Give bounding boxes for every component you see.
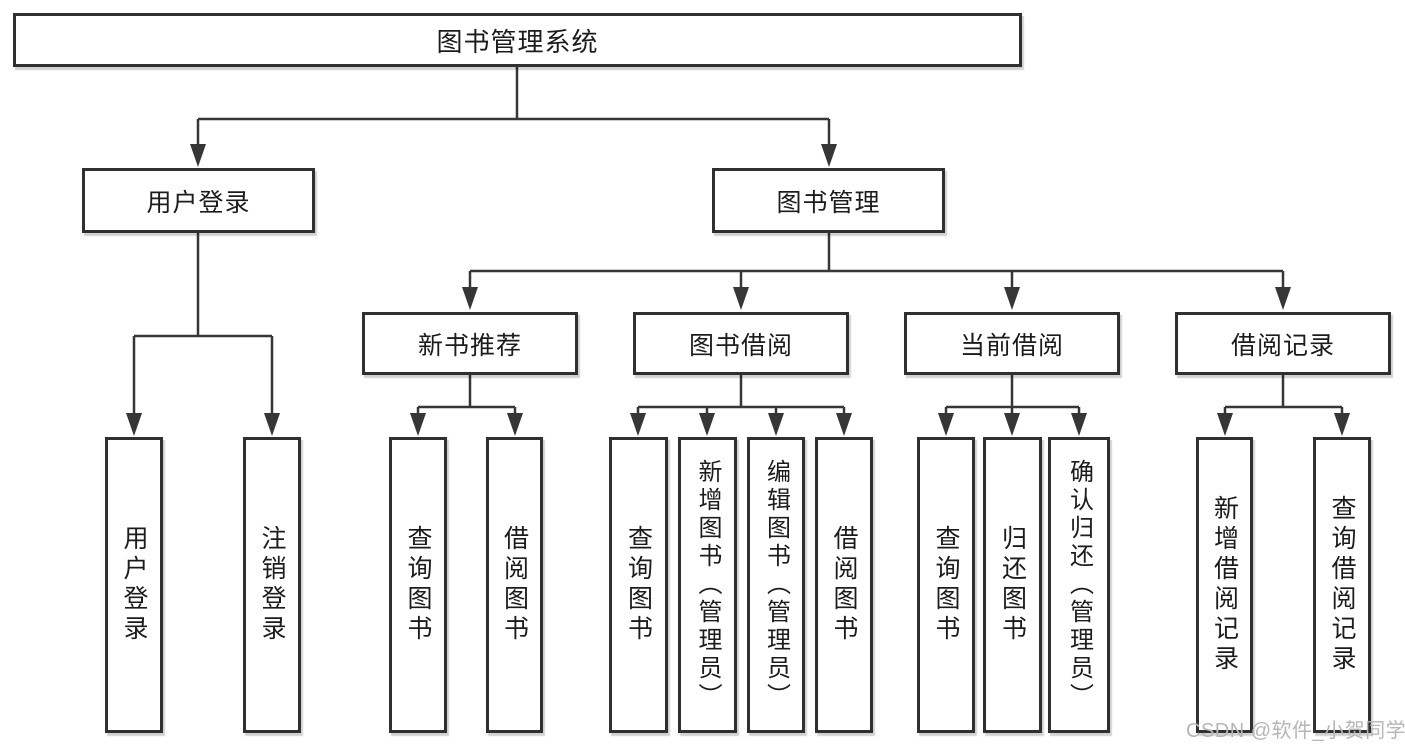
csdn-watermark: CSDN @软件_小贺同学 — [1186, 720, 1405, 742]
node-borrow-records-label: 借阅记录 — [1230, 331, 1335, 360]
leaf-return-books-label: 归还图书 — [998, 525, 1027, 645]
leaf-query-borrow-record-label: 查询借阅记录 — [1328, 495, 1356, 675]
leaf-confirm-return-admin-label: 确认归还（管理员） — [1065, 459, 1093, 711]
node-new-book-recommend-label: 新书推荐 — [417, 331, 522, 360]
leaf-query-books-borrow-label: 查询图书 — [624, 525, 653, 645]
node-current-borrow-label: 当前借阅 — [959, 331, 1064, 360]
node-book-management-label: 图书管理 — [776, 188, 881, 217]
leaf-borrow-books-borrow-label: 借阅图书 — [830, 525, 858, 645]
node-root: 图书管理系统 — [13, 13, 1022, 67]
leaf-query-books-recommend: 查询图书 — [389, 437, 447, 733]
leaf-add-books-admin: 新增图书（管理员） — [678, 437, 737, 733]
node-new-book-recommend: 新书推荐 — [362, 312, 578, 375]
leaf-add-borrow-record: 新增借阅记录 — [1196, 437, 1253, 733]
leaf-add-borrow-record-label: 新增借阅记录 — [1210, 495, 1239, 675]
node-book-borrow: 图书借阅 — [633, 312, 849, 375]
node-root-label: 图书管理系统 — [436, 26, 599, 57]
node-user-login-label: 用户登录 — [146, 188, 251, 217]
leaf-return-books: 归还图书 — [983, 437, 1042, 733]
leaf-borrow-books-recommend: 借阅图书 — [486, 437, 543, 733]
leaf-borrow-books-recommend-label: 借阅图书 — [500, 525, 529, 645]
leaf-logout-login-label: 注销登录 — [258, 525, 286, 645]
leaf-add-books-admin-label: 新增图书（管理员） — [694, 459, 721, 711]
leaf-edit-books-admin: 编辑图书（管理员） — [747, 437, 805, 733]
node-current-borrow: 当前借阅 — [904, 312, 1120, 375]
node-user-login: 用户登录 — [82, 168, 315, 233]
leaf-user-login-label: 用户登录 — [120, 525, 148, 645]
leaf-query-books-current-label: 查询图书 — [932, 525, 960, 645]
node-book-management: 图书管理 — [712, 168, 945, 233]
leaf-query-borrow-record: 查询借阅记录 — [1313, 437, 1371, 733]
node-book-borrow-label: 图书借阅 — [688, 331, 793, 360]
leaf-query-books-current: 查询图书 — [917, 437, 975, 733]
node-borrow-records: 借阅记录 — [1175, 312, 1391, 375]
leaf-confirm-return-admin: 确认归还（管理员） — [1048, 437, 1110, 733]
leaf-query-books-borrow: 查询图书 — [609, 437, 668, 733]
leaf-edit-books-admin-label: 编辑图书（管理员） — [762, 459, 790, 711]
leaf-user-login: 用户登录 — [105, 437, 163, 733]
leaf-logout-login: 注销登录 — [243, 437, 301, 733]
leaf-borrow-books-borrow: 借阅图书 — [815, 437, 873, 733]
leaf-query-books-recommend-label: 查询图书 — [404, 525, 432, 645]
